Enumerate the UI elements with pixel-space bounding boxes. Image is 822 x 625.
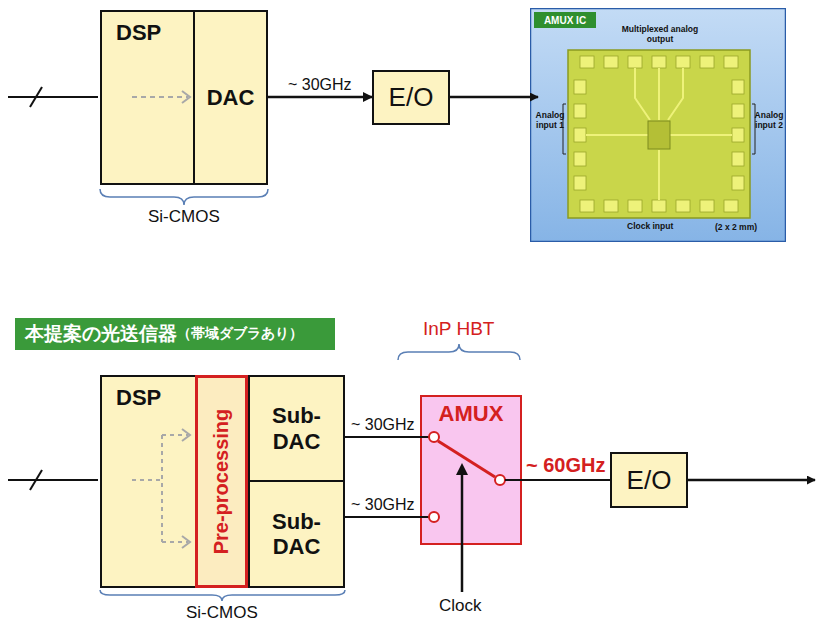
preprocessing-block: Pre-processing xyxy=(195,375,248,588)
node-text: AMUX IC xyxy=(544,15,586,26)
frequency-label: ~ 30GHz xyxy=(351,496,415,514)
pin-label: Multiplexed analog output xyxy=(610,24,710,44)
dac-block: DAC xyxy=(193,10,268,185)
node-text: Pre-processing xyxy=(210,409,233,555)
amux-block: AMUX xyxy=(420,395,522,545)
frequency-label: ~ 30GHz xyxy=(351,416,415,434)
switch-symbol xyxy=(422,397,524,597)
dsp-block: DSP DAC xyxy=(100,10,268,185)
pin-label: Analog input 1 xyxy=(533,110,567,130)
process-label: Si-CMOS xyxy=(186,603,258,623)
signal-line xyxy=(268,96,372,99)
pin-label: Analog input 2 xyxy=(752,110,786,130)
section-banner: 本提案の光送信器（帯域ダブラあり） xyxy=(15,318,335,350)
node-text: AMUX xyxy=(439,401,504,427)
process-label: Si-CMOS xyxy=(148,207,220,227)
sub-dac-block: Sub-DAC xyxy=(248,375,345,482)
node-text: DSP xyxy=(116,20,252,46)
node-text: 本提案の光送信器 xyxy=(25,321,177,347)
dimension-label: (2 x 2 mm) xyxy=(715,222,757,232)
chip-tag: AMUX IC xyxy=(534,12,596,28)
signal-line xyxy=(345,436,420,438)
process-label: InP HBT xyxy=(423,318,494,340)
signal-line xyxy=(522,479,610,481)
node-text: E/O xyxy=(389,82,434,113)
node-text: （帯域ダブラあり） xyxy=(177,325,303,343)
pin-label: Clock input xyxy=(627,221,673,231)
signal-line xyxy=(345,516,420,518)
frequency-label: ~ 30GHz xyxy=(288,76,352,94)
sub-dac-block: Sub-DAC xyxy=(248,480,345,588)
frequency-label: ~ 60GHz xyxy=(526,454,605,477)
node-text: Sub-DAC xyxy=(267,509,327,560)
eo-converter: E/O xyxy=(610,452,688,508)
eo-converter: E/O xyxy=(372,70,450,125)
node-text: Sub-DAC xyxy=(267,403,327,454)
dsp-block: DSPPre-processingSub-DACSub-DAC xyxy=(100,375,345,588)
node-text: DAC xyxy=(207,85,255,111)
signal-name: Clock xyxy=(439,596,482,616)
node-text: E/O xyxy=(627,465,672,496)
